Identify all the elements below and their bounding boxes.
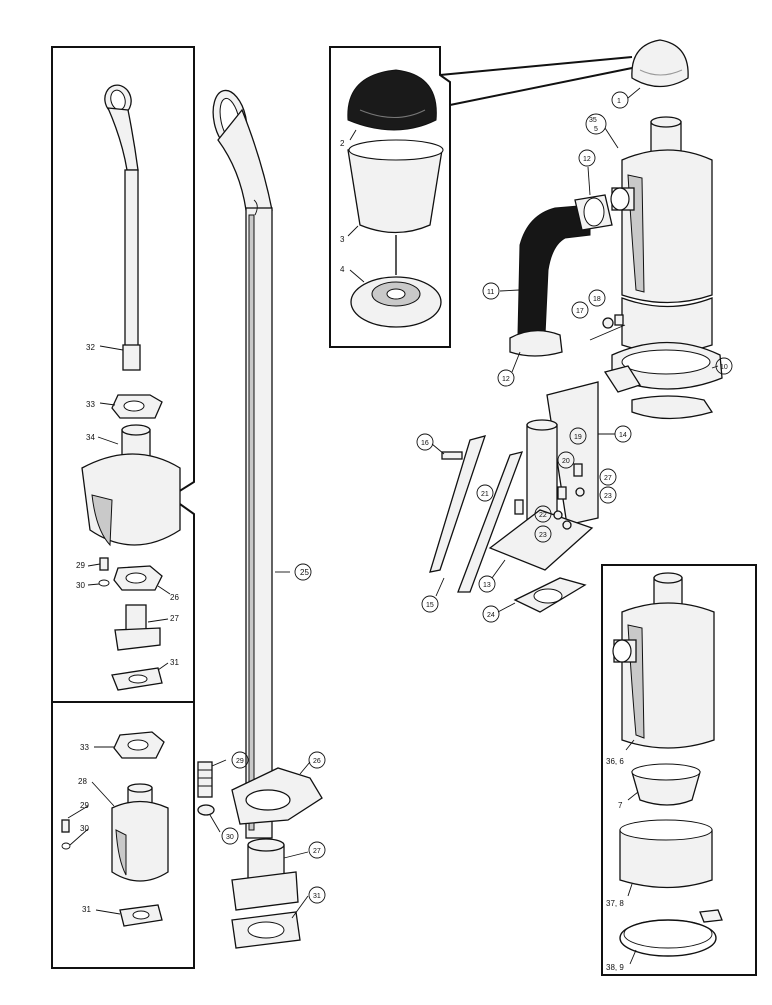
callout-38-9: 38, 9 (606, 963, 624, 972)
callout-10: 10 (720, 364, 728, 371)
callout-7: 7 (618, 801, 623, 810)
cap-inset-panel: 2 3 4 (329, 46, 633, 348)
callout-12-lower: 12 (502, 376, 510, 383)
cap-inset-frame (329, 46, 451, 348)
callout-37-8: 37, 8 (606, 899, 624, 908)
callout-29-center: 29 (236, 758, 244, 765)
callout-4: 4 (340, 265, 345, 274)
callout-30-left: 30 (76, 581, 85, 590)
callout-33-upper: 33 (86, 400, 95, 409)
callout-2: 2 (340, 139, 345, 148)
tall-exhaust-pipe: 25 (212, 89, 312, 839)
muffler-body-5 (621, 149, 713, 304)
brace-15a (429, 435, 487, 573)
bolt-16 (441, 451, 463, 460)
right-inset-panel: 36, 6 7 37, 8 38, 9 (601, 564, 757, 976)
callout-36-6: 36, 6 (606, 757, 624, 766)
inset-pointer (439, 56, 633, 106)
callout-15: 15 (426, 602, 434, 609)
left-inset-frame (51, 46, 195, 969)
bracket-14 (546, 381, 599, 526)
callout-25 (294, 563, 312, 581)
callout-21: 21 (481, 491, 489, 498)
clamp-upper (111, 394, 163, 419)
callout-16: 16 (421, 440, 429, 447)
callout-32: 32 (86, 343, 95, 352)
callout-13: 13 (483, 582, 491, 589)
callout-25-text: 25 (300, 568, 309, 577)
callout-19: 19 (574, 434, 582, 441)
callout-23-right: 23 (604, 493, 612, 500)
callout-35: 35 (589, 117, 597, 124)
rain-cap-2 (347, 69, 437, 131)
callout-18: 18 (593, 296, 601, 303)
bolt-nut-17-18: 17 18 (571, 289, 626, 341)
callout-30-center: 30 (226, 834, 234, 841)
callout-27-bracket: 27 (604, 475, 612, 482)
washer-30 (197, 804, 215, 816)
callout-31-left: 31 (170, 658, 179, 667)
callout-12-upper: 12 (583, 156, 591, 163)
callout-26-center: 26 (313, 758, 321, 765)
muffler-round-small (111, 783, 169, 882)
callout-3: 3 (340, 235, 345, 244)
callout-5: 5 (594, 126, 598, 133)
callout-14: 14 (619, 432, 627, 439)
callout-24: 24 (487, 612, 495, 619)
rain-cap-1: 1 (611, 39, 689, 109)
muffler-body-6 (621, 602, 715, 749)
flange-adapter-left (114, 604, 161, 651)
brace-15b (457, 451, 524, 593)
callout-26-left: 26 (170, 593, 179, 602)
right-inset-frame (601, 564, 757, 976)
mounting-bracket-group: 16 14 19 20 27 23 21 22 23 13 15 24 (416, 381, 632, 623)
callout-31-lower: 31 (82, 905, 91, 914)
callout-22: 22 (539, 512, 547, 519)
clamp-lower-section (113, 731, 165, 759)
hose-clamp-lower (509, 330, 563, 357)
callout-29-lower: 29 (80, 801, 89, 810)
callout-20: 20 (562, 458, 570, 465)
bolt-washer-left (98, 557, 110, 587)
tailpipe-short (104, 84, 141, 371)
main-muffler-assembly: 35 5 10 (585, 113, 733, 420)
muffler-round-large (81, 424, 181, 547)
callout-28: 28 (78, 777, 87, 786)
callout-27-left: 27 (170, 614, 179, 623)
left-inset-panel: 32 33 34 29 30 26 27 31 33 28 29 30 31 (51, 46, 195, 969)
rubber-elbow-hose: 11 12 12 (482, 149, 613, 387)
callout-33-lower: 33 (80, 743, 89, 752)
bolt-29 (197, 761, 213, 798)
callout-11: 11 (487, 289, 494, 296)
callout-34: 34 (86, 433, 95, 442)
callout-27-center: 27 (313, 848, 321, 855)
hose-11 (517, 204, 591, 336)
gasket-left-lower (119, 904, 163, 927)
callout-17: 17 (576, 308, 584, 315)
clamp-lower (113, 565, 163, 591)
center-lower-mount: 29 26 30 27 31 (197, 751, 326, 949)
bolt-washer-lower (61, 819, 71, 850)
gasket-left-upper (111, 667, 163, 691)
callout-31-center: 31 (313, 893, 321, 900)
callout-1: 1 (617, 98, 621, 105)
callout-30-lower: 30 (80, 824, 89, 833)
callout-29-left: 29 (76, 561, 85, 570)
callout-23-left: 23 (539, 532, 547, 539)
